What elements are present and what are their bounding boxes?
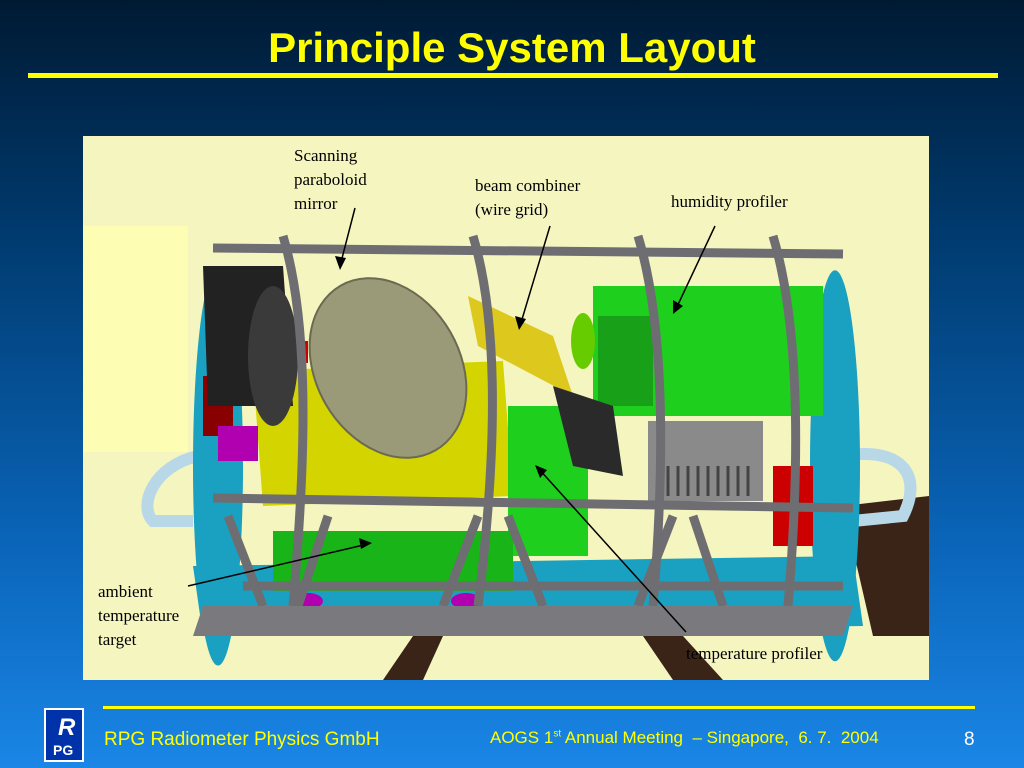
pale-patch	[83, 226, 188, 452]
label-line: Scanning	[294, 146, 358, 165]
system-diagram-panel: Scanning paraboloid mirror beam combiner…	[83, 136, 929, 680]
ambient-pointer	[187, 543, 369, 587]
meeting-superscript: st	[553, 728, 562, 740]
footer-rule	[103, 706, 975, 709]
arrowhead	[359, 538, 372, 549]
scanning-mirror	[308, 277, 468, 459]
label-humidity-profiler: humidity profiler	[671, 192, 788, 211]
pointer-arrowheads	[335, 256, 683, 549]
label-beam-combiner: beam combiner (wire grid)	[475, 174, 580, 222]
label-temperature-profiler: temperature profiler	[686, 644, 823, 663]
pointer-lines	[187, 207, 716, 633]
humidity-horn	[571, 313, 595, 369]
left-handle	[141, 450, 200, 527]
label-line: beam combiner	[475, 176, 581, 195]
slide-title: Principle System Layout	[268, 24, 756, 71]
page-number: 8	[964, 729, 975, 750]
label-line: target	[98, 630, 137, 649]
stand-leg	[643, 636, 723, 680]
label-line: paraboloid	[294, 170, 367, 189]
meeting-info: AOGS 1st Annual Meeting – Singapore, 6. …	[490, 728, 879, 748]
temperature-pointer	[537, 467, 687, 633]
system-diagram	[83, 207, 929, 680]
arrowhead	[335, 256, 346, 270]
stand-box	[843, 496, 929, 636]
mirror-pointer	[339, 207, 356, 267]
arrowhead	[673, 300, 683, 314]
logo-letter-r: R	[58, 714, 76, 741]
humidity-profiler-face	[598, 316, 653, 406]
meeting-suffix: Annual Meeting – Singapore, 6. 7. 2004	[561, 728, 879, 747]
magenta-foot	[451, 593, 481, 609]
company-name: RPG Radiometer Physics GmbH	[104, 729, 380, 750]
radiator-grill	[648, 421, 763, 501]
reflector	[553, 386, 623, 476]
humidity-pointer	[674, 225, 716, 312]
magenta-motor	[218, 426, 258, 461]
stand-leg	[383, 636, 443, 680]
combiner-pointer	[519, 225, 551, 327]
arrowhead	[535, 465, 547, 478]
rpg-logo: R PG	[44, 708, 84, 762]
label-line: ambient	[98, 582, 153, 601]
label-line: temperature	[98, 606, 180, 625]
wire-grid	[468, 296, 573, 396]
label-line: mirror	[294, 194, 338, 213]
title-underline	[28, 73, 998, 78]
label-ambient-target: ambient temperature target	[98, 580, 179, 652]
drive-disk	[248, 286, 298, 426]
frame-bottom-rail	[193, 606, 853, 636]
right-handle	[842, 448, 917, 527]
label-scanning-mirror: Scanning paraboloid mirror	[294, 144, 367, 216]
logo-letters-pg: PG	[53, 742, 74, 758]
radiator-fins	[656, 466, 750, 496]
meeting-prefix: AOGS 1	[490, 728, 554, 747]
arrowhead	[515, 316, 526, 330]
frame	[212, 234, 854, 608]
label-line: (wire grid)	[475, 200, 549, 219]
